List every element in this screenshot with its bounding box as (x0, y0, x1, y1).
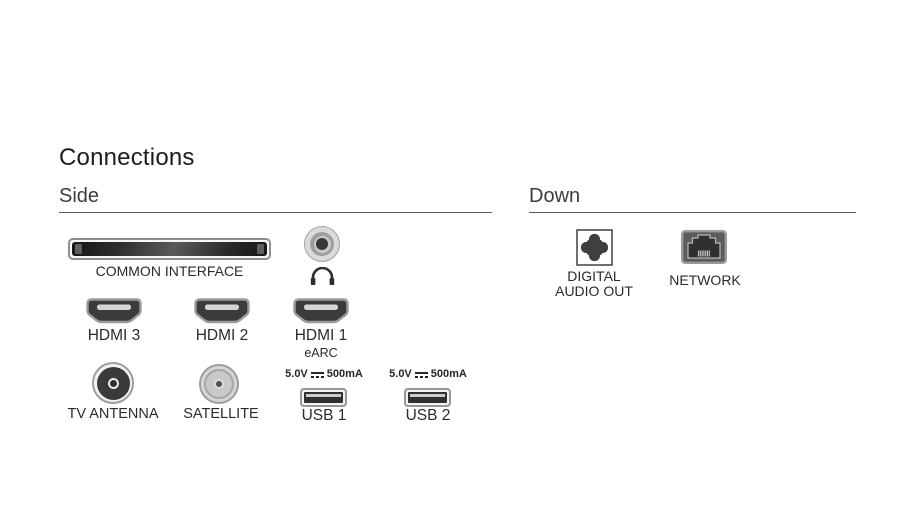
usb-2-label: USB 2 (405, 407, 451, 424)
hdmi-3-label: HDMI 3 (87, 327, 141, 344)
digital-audio-out-label-line1: DIGITAL (567, 268, 621, 284)
usb-1-label: USB 1 (301, 407, 347, 424)
hdmi-1-port-icon (293, 298, 349, 324)
earc-label: eARC (304, 346, 338, 360)
digital-audio-out-port-icon (576, 229, 613, 266)
network-label: NETWORK (669, 272, 741, 288)
usb-1-current: 500mA (326, 368, 363, 380)
down-section-divider (529, 212, 856, 213)
tv-antenna-label: TV ANTENNA (67, 406, 159, 422)
page-title: Connections (59, 144, 195, 171)
usb-1-power-rating: 5.0V 500mA (282, 368, 366, 380)
down-section-heading: Down (529, 185, 581, 207)
common-interface-slot-opening (72, 242, 267, 256)
headphones-icon (310, 267, 335, 285)
headphone-jack-icon (304, 226, 340, 262)
hdmi-2-label: HDMI 2 (195, 327, 249, 344)
usb-2-current: 500mA (430, 368, 467, 380)
usb-2-voltage: 5.0V (389, 368, 412, 380)
hdmi-1-label: HDMI 1 (294, 327, 348, 344)
side-section-divider (59, 212, 492, 213)
usb-2-port-icon (404, 388, 451, 407)
satellite-connector-icon (199, 364, 239, 404)
usb-1-voltage: 5.0V (285, 368, 308, 380)
usb-1-port-icon (300, 388, 347, 407)
tv-antenna-connector-icon (92, 362, 134, 404)
satellite-label: SATELLITE (183, 406, 259, 422)
hdmi-3-port-icon (86, 298, 142, 324)
hdmi-2-port-icon (194, 298, 250, 324)
digital-audio-out-label-line2: AUDIO OUT (555, 283, 633, 299)
dc-symbol-icon (414, 371, 428, 378)
network-port-icon (681, 230, 727, 264)
common-interface-label: COMMON INTERFACE (95, 263, 244, 279)
side-section-heading: Side (59, 185, 100, 207)
usb-2-power-rating: 5.0V 500mA (386, 368, 470, 380)
dc-symbol-icon (310, 371, 324, 378)
common-interface-slot-icon (68, 238, 271, 260)
